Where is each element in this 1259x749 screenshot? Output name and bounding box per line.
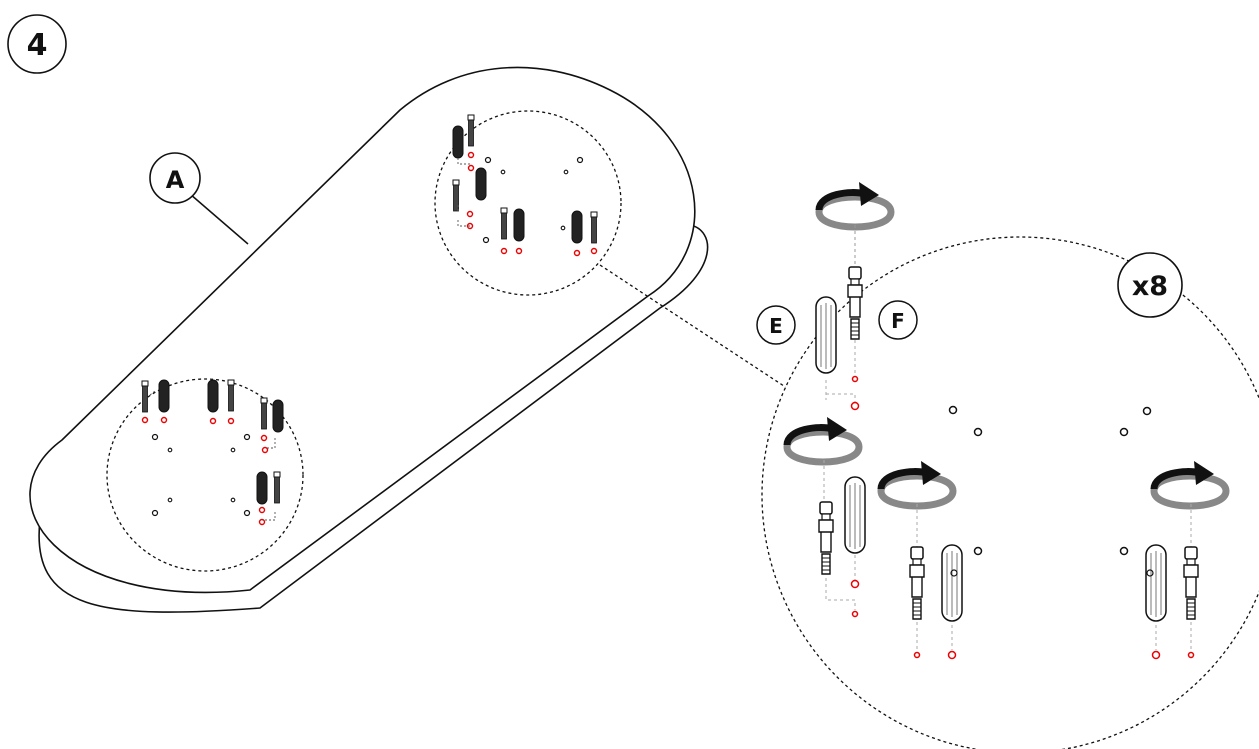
- quantity-text: x8: [1132, 271, 1168, 302]
- label-e-text: E: [769, 314, 783, 338]
- small-parts-bottom: [141, 379, 284, 526]
- small-parts-top: [452, 114, 598, 257]
- step-number: 4: [27, 28, 48, 63]
- detail-circle-top: [434, 110, 622, 296]
- label-f-text: F: [891, 309, 905, 333]
- tabletop-surface: [29, 66, 696, 594]
- step-badge: 4: [7, 14, 67, 74]
- detail-connector: [599, 264, 791, 391]
- label-e: E: [756, 305, 796, 345]
- label-a-leader: [189, 193, 249, 245]
- detail-circle-bottom: [106, 378, 304, 572]
- label-a-text: A: [166, 166, 185, 194]
- detail-circle-large: [761, 236, 1259, 749]
- quantity-badge: x8: [1117, 252, 1183, 318]
- detail-parts: [787, 182, 1226, 660]
- label-f: F: [878, 300, 918, 340]
- tabletop: [29, 66, 709, 613]
- label-a: A: [149, 152, 201, 204]
- tabletop-edge: [38, 224, 709, 613]
